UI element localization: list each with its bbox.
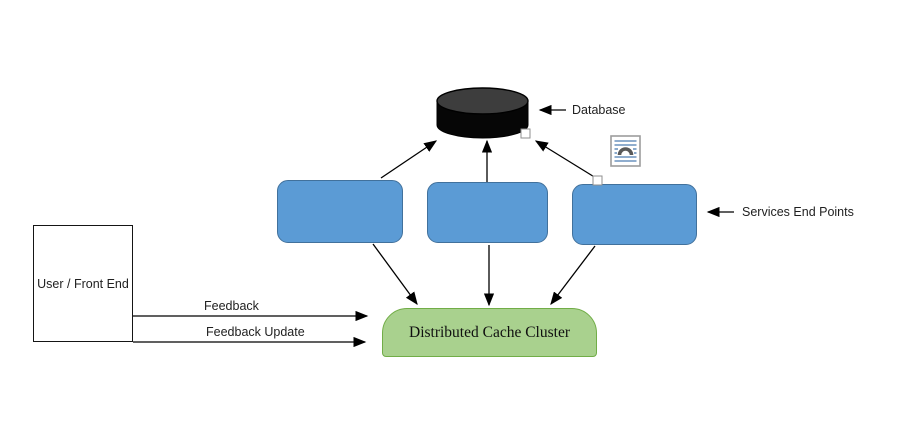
cache-cluster-label: Distributed Cache Cluster <box>409 323 570 341</box>
connector-handle-database[interactable] <box>520 128 531 139</box>
database-cylinder[interactable] <box>436 87 529 139</box>
user-front-end-label: User / Front End <box>37 276 129 291</box>
embedded-object-icon-art <box>610 135 641 167</box>
feedback-update-label: Feedback Update <box>206 325 305 339</box>
distributed-cache-cluster-shape[interactable]: Distributed Cache Cluster <box>382 308 597 357</box>
service-endpoint-box-2[interactable] <box>427 182 548 243</box>
arrow-box1-to-cache[interactable] <box>372 243 418 306</box>
feedback-label: Feedback <box>204 299 259 313</box>
service-endpoint-box-3[interactable] <box>572 184 697 245</box>
embedded-object-icon[interactable] <box>610 135 641 167</box>
service-endpoint-box-1[interactable] <box>277 180 403 243</box>
user-front-end-box[interactable]: User / Front End <box>33 225 133 342</box>
arrow-box3-to-cache[interactable] <box>550 245 596 306</box>
arrow-box3-to-database[interactable] <box>534 140 597 179</box>
services-end-points-label: Services End Points <box>742 205 854 219</box>
database-label: Database <box>572 103 626 117</box>
arrow-box1-to-database[interactable] <box>380 140 438 179</box>
